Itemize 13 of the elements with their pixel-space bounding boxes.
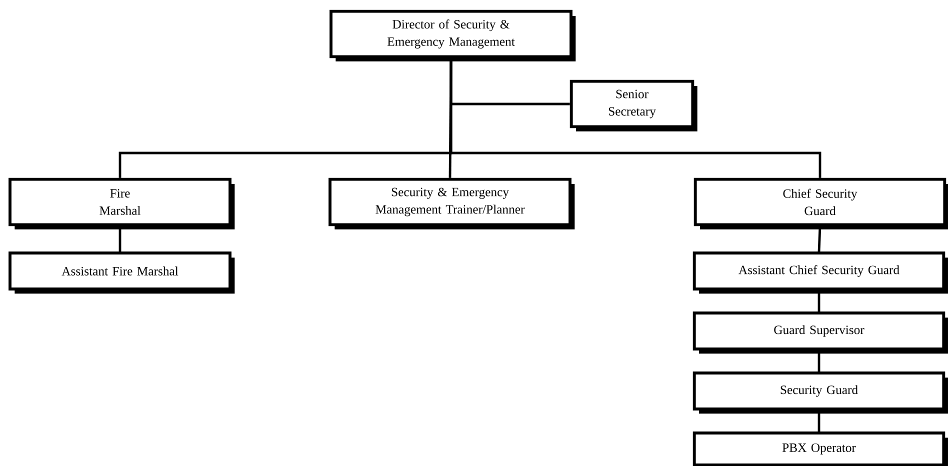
- position-box: Security Guard: [692, 372, 948, 414]
- connector-line: [818, 226, 822, 252]
- position-box: Director of Security & Emergency Management: [330, 10, 576, 62]
- position-box: Senior Secretary: [570, 80, 698, 132]
- position-box: Guard Supervisor: [692, 312, 948, 354]
- position-box: PBX Operator: [692, 432, 948, 466]
- position-box: Fire Marshal: [8, 178, 235, 230]
- connector-line: [450, 58, 822, 178]
- position-box: Security & Emergency Management Trainer/Planner: [328, 178, 575, 230]
- position-box: Assistant Chief Security Guard: [692, 252, 948, 294]
- position-box: Chief Security Guard: [694, 178, 948, 230]
- connector-line: [118, 226, 122, 252]
- position-box: Assistant Fire Marshal: [8, 252, 235, 294]
